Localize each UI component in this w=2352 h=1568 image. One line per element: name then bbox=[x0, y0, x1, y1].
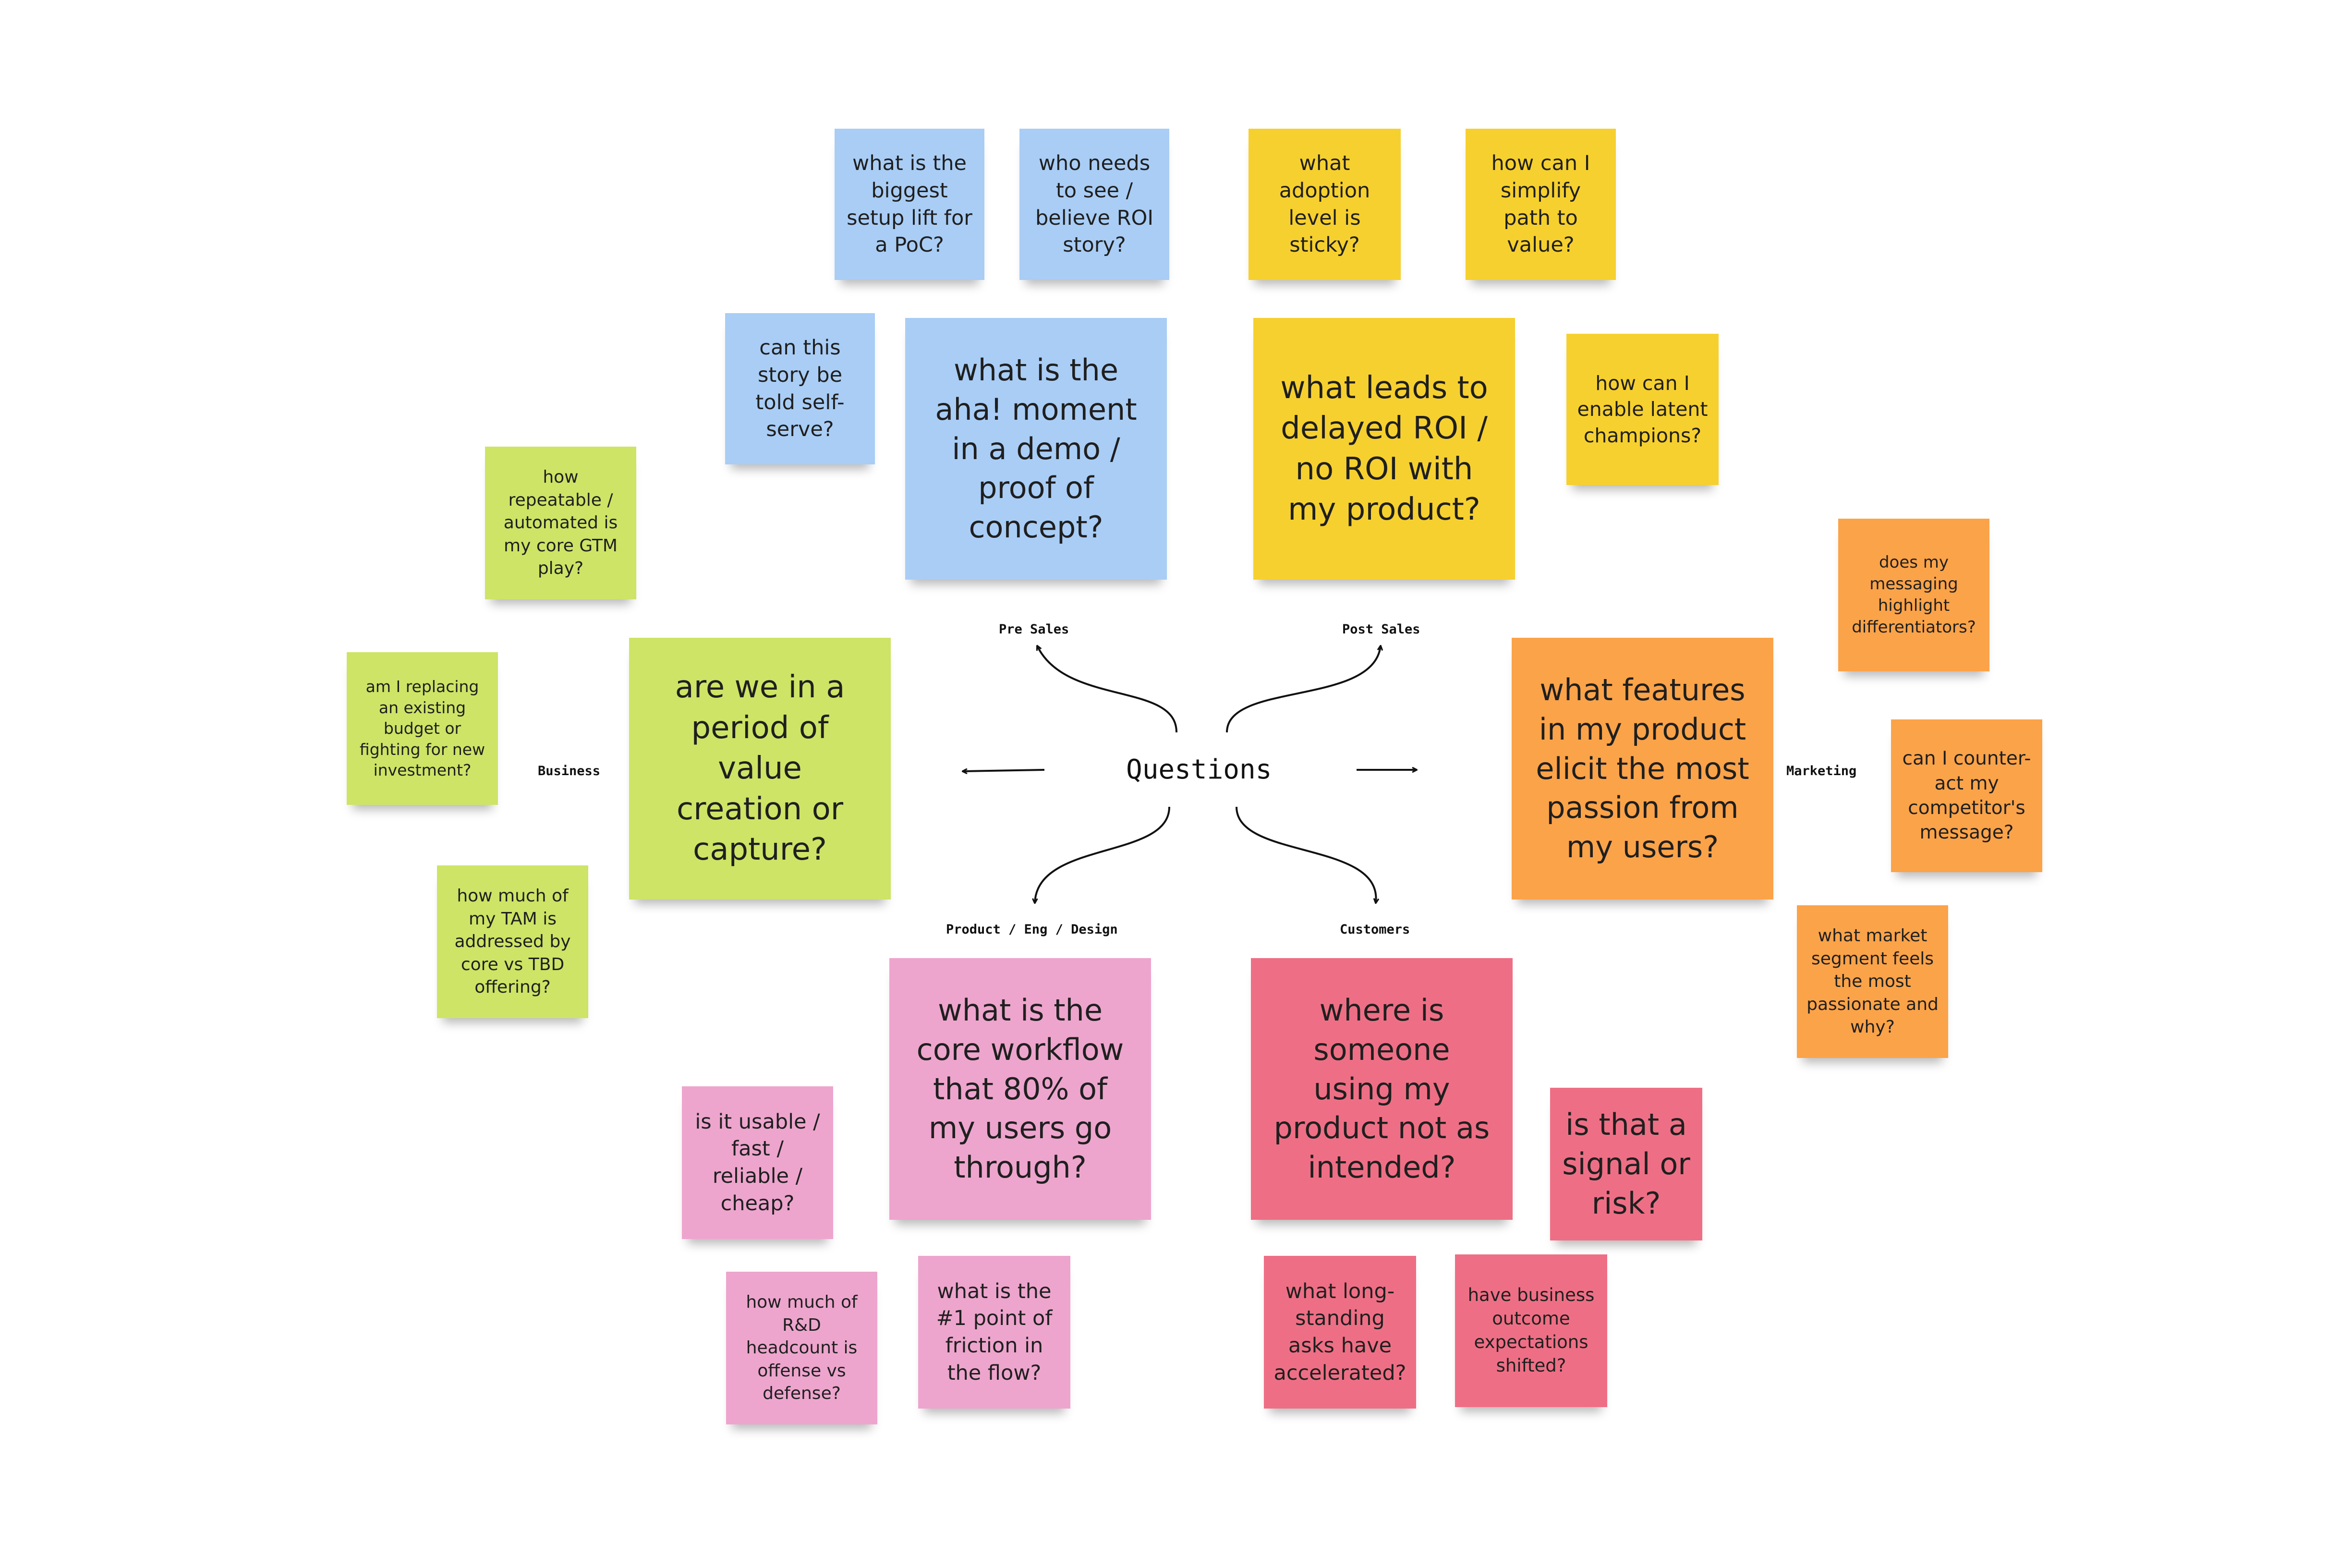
arrow-to-business bbox=[963, 770, 1045, 771]
sticky-note-pre-sales-aha-moment[interactable]: what is the aha! moment in a demo / proo… bbox=[905, 318, 1167, 580]
sticky-note-product-core-workflow[interactable]: what is the core workflow that 80% of my… bbox=[889, 958, 1151, 1220]
category-pre-sales: Pre Sales bbox=[999, 622, 1069, 637]
sticky-note-business-value-creation[interactable]: are we in a period of value creation or … bbox=[629, 638, 891, 899]
category-business: Business bbox=[538, 764, 601, 778]
sticky-note-business-gtm-play[interactable]: how repeatable / automated is my core GT… bbox=[485, 447, 636, 599]
sticky-note-marketing-segment[interactable]: what market segment feels the most passi… bbox=[1797, 905, 1948, 1058]
sticky-note-customers-outcome-expectations[interactable]: have business outcome expectations shift… bbox=[1455, 1254, 1607, 1407]
note-text: how much of R&D headcount is offense vs … bbox=[746, 1292, 858, 1404]
note-text: how much of my TAM is addressed by core … bbox=[454, 886, 571, 997]
center-questions-label: Questions bbox=[1126, 754, 1272, 785]
sticky-note-customers-not-as-intended[interactable]: where is someone using my product not as… bbox=[1251, 958, 1513, 1220]
note-text: can this story be told self-serve? bbox=[755, 336, 845, 442]
note-text: what adoption level is sticky? bbox=[1279, 151, 1370, 257]
sticky-note-pre-sales-roi-story[interactable]: who needs to see / believe ROI story? bbox=[1019, 129, 1169, 280]
note-text: am I replacing an existing budget or fig… bbox=[359, 677, 485, 780]
note-text: where is someone using my product not as… bbox=[1273, 992, 1490, 1185]
sticky-note-post-sales-delayed-roi[interactable]: what leads to delayed ROI / no ROI with … bbox=[1253, 318, 1515, 580]
sticky-note-pre-sales-self-serve[interactable]: can this story be told self-serve? bbox=[725, 313, 875, 464]
note-text: what features in my product elicit the m… bbox=[1536, 672, 1749, 865]
note-text: can I counter-act my competitor's messag… bbox=[1902, 748, 2031, 844]
note-text: how can I simplify path to value? bbox=[1491, 151, 1590, 257]
note-text: how can I enable latent champions? bbox=[1577, 372, 1708, 447]
sticky-note-post-sales-adoption[interactable]: what adoption level is sticky? bbox=[1249, 129, 1401, 280]
note-text: what leads to delayed ROI / no ROI with … bbox=[1280, 370, 1488, 527]
sticky-note-marketing-differentiators[interactable]: does my messaging highlight differentiat… bbox=[1838, 519, 1989, 671]
note-text: how repeatable / automated is my core GT… bbox=[503, 467, 618, 579]
arrow-to-pre-sales bbox=[1037, 646, 1177, 733]
note-text: what market segment feels the most passi… bbox=[1806, 926, 1939, 1037]
category-marketing: Marketing bbox=[1786, 764, 1857, 778]
note-text: are we in a period of value creation or … bbox=[675, 669, 845, 868]
category-product-eng-design: Product / Eng / Design bbox=[946, 922, 1118, 937]
note-text: what is the core workflow that 80% of my… bbox=[916, 992, 1124, 1185]
arrow-to-customers bbox=[1236, 806, 1376, 903]
note-text: is that a signal or risk? bbox=[1562, 1107, 1690, 1221]
note-text: have business outcome expectations shift… bbox=[1467, 1285, 1595, 1376]
sticky-note-business-budget[interactable]: am I replacing an existing budget or fig… bbox=[347, 652, 498, 805]
note-text: what is the #1 point of friction in the … bbox=[936, 1279, 1053, 1385]
sticky-note-post-sales-champions[interactable]: how can I enable latent champions? bbox=[1566, 334, 1719, 485]
note-text: who needs to see / believe ROI story? bbox=[1035, 151, 1154, 257]
sticky-note-post-sales-path-to-value[interactable]: how can I simplify path to value? bbox=[1466, 129, 1616, 280]
sticky-note-product-friction[interactable]: what is the #1 point of friction in the … bbox=[918, 1256, 1070, 1409]
sticky-note-business-tam[interactable]: how much of my TAM is addressed by core … bbox=[437, 865, 588, 1018]
note-text: what long-standing asks have accelerated… bbox=[1273, 1279, 1406, 1385]
arrow-to-post-sales bbox=[1226, 646, 1381, 733]
sticky-note-customers-signal-risk[interactable]: is that a signal or risk? bbox=[1550, 1088, 1702, 1240]
category-customers: Customers bbox=[1340, 922, 1410, 937]
sticky-note-product-usable[interactable]: is it usable / fast / reliable / cheap? bbox=[682, 1086, 833, 1239]
sticky-note-customers-long-standing-asks[interactable]: what long-standing asks have accelerated… bbox=[1264, 1256, 1416, 1409]
note-text: is it usable / fast / reliable / cheap? bbox=[695, 1109, 820, 1216]
category-post-sales: Post Sales bbox=[1342, 622, 1420, 637]
sticky-note-marketing-competitor[interactable]: can I counter-act my competitor's messag… bbox=[1891, 719, 2042, 872]
arrow-to-product bbox=[1035, 806, 1170, 903]
sticky-note-pre-sales-setup-lift[interactable]: what is the biggest setup lift for a PoC… bbox=[835, 129, 984, 280]
note-text: does my messaging highlight differentiat… bbox=[1852, 553, 1976, 637]
note-text: what is the biggest setup lift for a PoC… bbox=[847, 151, 972, 257]
sticky-note-product-rnd-headcount[interactable]: how much of R&D headcount is offense vs … bbox=[726, 1272, 877, 1424]
note-text: what is the aha! moment in a demo / proo… bbox=[935, 352, 1137, 545]
sticky-note-marketing-features-passion[interactable]: what features in my product elicit the m… bbox=[1512, 638, 1773, 899]
